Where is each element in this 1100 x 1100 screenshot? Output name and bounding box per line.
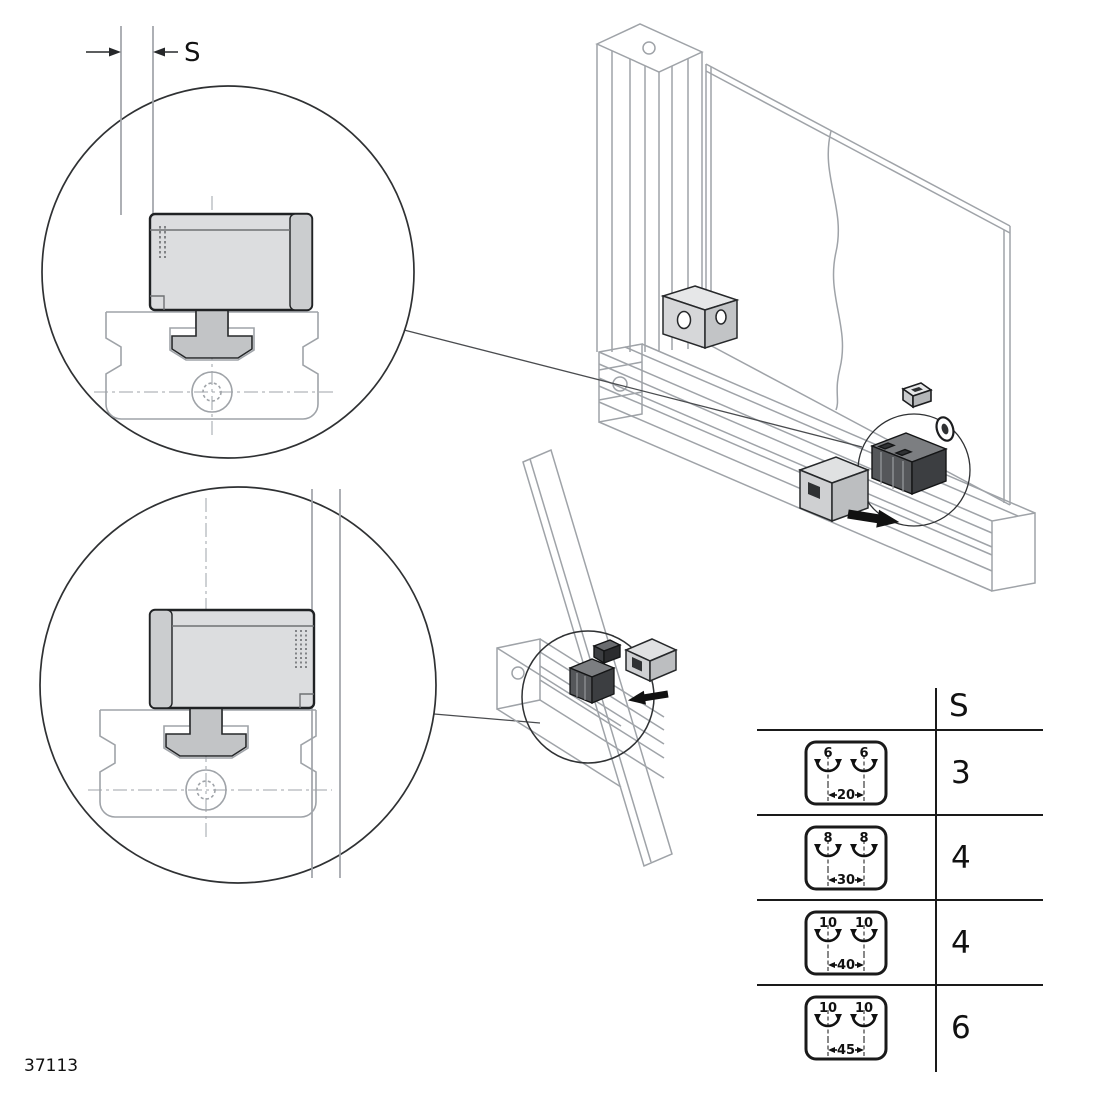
table-row: 10 10 40 4: [757, 899, 1043, 984]
s-value: 6: [951, 1009, 971, 1046]
mid-insert-direction-arrow-icon: [626, 687, 670, 708]
clamp-block: [870, 432, 948, 496]
clamping-bracket: [797, 456, 871, 523]
slot-pitch: 45: [837, 1043, 855, 1058]
panel-sheet: [705, 63, 1011, 506]
slot-size-right: 10: [855, 1001, 873, 1016]
detail-circle-bottom-icon: [39, 486, 437, 884]
slot-size-right: 6: [859, 746, 868, 761]
slot-size-left: 10: [819, 1001, 837, 1016]
detail-circle-top-icon: [41, 85, 415, 459]
gap-dimension: S: [86, 38, 201, 68]
table-header-s: S: [949, 688, 969, 724]
slot-size-right: 10: [855, 916, 873, 931]
slot-size-left: 8: [823, 831, 832, 846]
table-row: 10 10 45 6: [757, 984, 1043, 1069]
leader-line-top: [403, 329, 863, 448]
bottom-profile-rail: [598, 343, 1036, 592]
slot-pitch: 40: [837, 958, 855, 973]
table-header-row: S: [757, 688, 1043, 729]
t-bolt-top: [171, 305, 253, 359]
slot-size-left: 6: [823, 746, 832, 761]
detail-view-top: [41, 26, 415, 459]
s-value: 4: [951, 839, 971, 876]
slot-pictogram-6-6-20: 6 6 20: [804, 740, 888, 805]
s-value: 3: [951, 754, 971, 791]
t-bolt-bottom: [165, 703, 247, 757]
leader-lines: [403, 329, 863, 724]
dimension-arrow-right-icon: [109, 47, 121, 57]
mid-clamp-block: [568, 658, 616, 704]
mid-clamping-bracket: [624, 638, 678, 683]
slot-size-right: 8: [859, 831, 868, 846]
detail-view-bottom: [39, 486, 437, 884]
mid-panel-view: [496, 448, 678, 868]
mid-square-nut-icon: [592, 639, 622, 665]
leader-line-bottom: [433, 713, 541, 724]
clamp-block-section-top: [148, 212, 314, 312]
square-nut-icon: [901, 382, 933, 409]
clamp-block-section-bottom: [148, 608, 316, 710]
profile-cross-section-bottom: [88, 709, 332, 818]
size-table: S 6 6 20 3: [757, 688, 1043, 1072]
table-row: 8 8 30 4: [757, 814, 1043, 899]
panel-break-line: [827, 130, 844, 411]
slot-pictogram-10-10-45: 10 10 45: [804, 995, 888, 1060]
table-row: 6 6 20 3: [757, 729, 1043, 814]
dimension-arrow-left-icon: [153, 47, 165, 57]
slot-pictogram-8-8-30: 8 8 30: [804, 825, 888, 890]
figure-number: 37113: [24, 1056, 79, 1076]
table-vertical-divider: [935, 688, 937, 1072]
slot-icon-cell: 10 10 45: [757, 995, 935, 1061]
s-value: 4: [951, 924, 971, 961]
washer-icon: [935, 416, 955, 442]
angle-bracket: [660, 285, 740, 350]
slot-pitch: 20: [837, 788, 855, 803]
clamp-assembly-exploded: [797, 382, 971, 532]
gap-dimension-label: S: [184, 38, 201, 68]
slot-pictogram-10-10-40: 10 10 40: [804, 910, 888, 975]
profile-cross-section-top: [94, 311, 334, 420]
slot-icon-cell: 6 6 20: [757, 740, 935, 806]
slot-size-left: 10: [819, 916, 837, 931]
slot-icon-cell: 10 10 40: [757, 910, 935, 976]
slot-icon-cell: 8 8 30: [757, 825, 935, 891]
mid-profile-rail: [496, 638, 665, 788]
slot-pitch: 30: [837, 873, 855, 888]
